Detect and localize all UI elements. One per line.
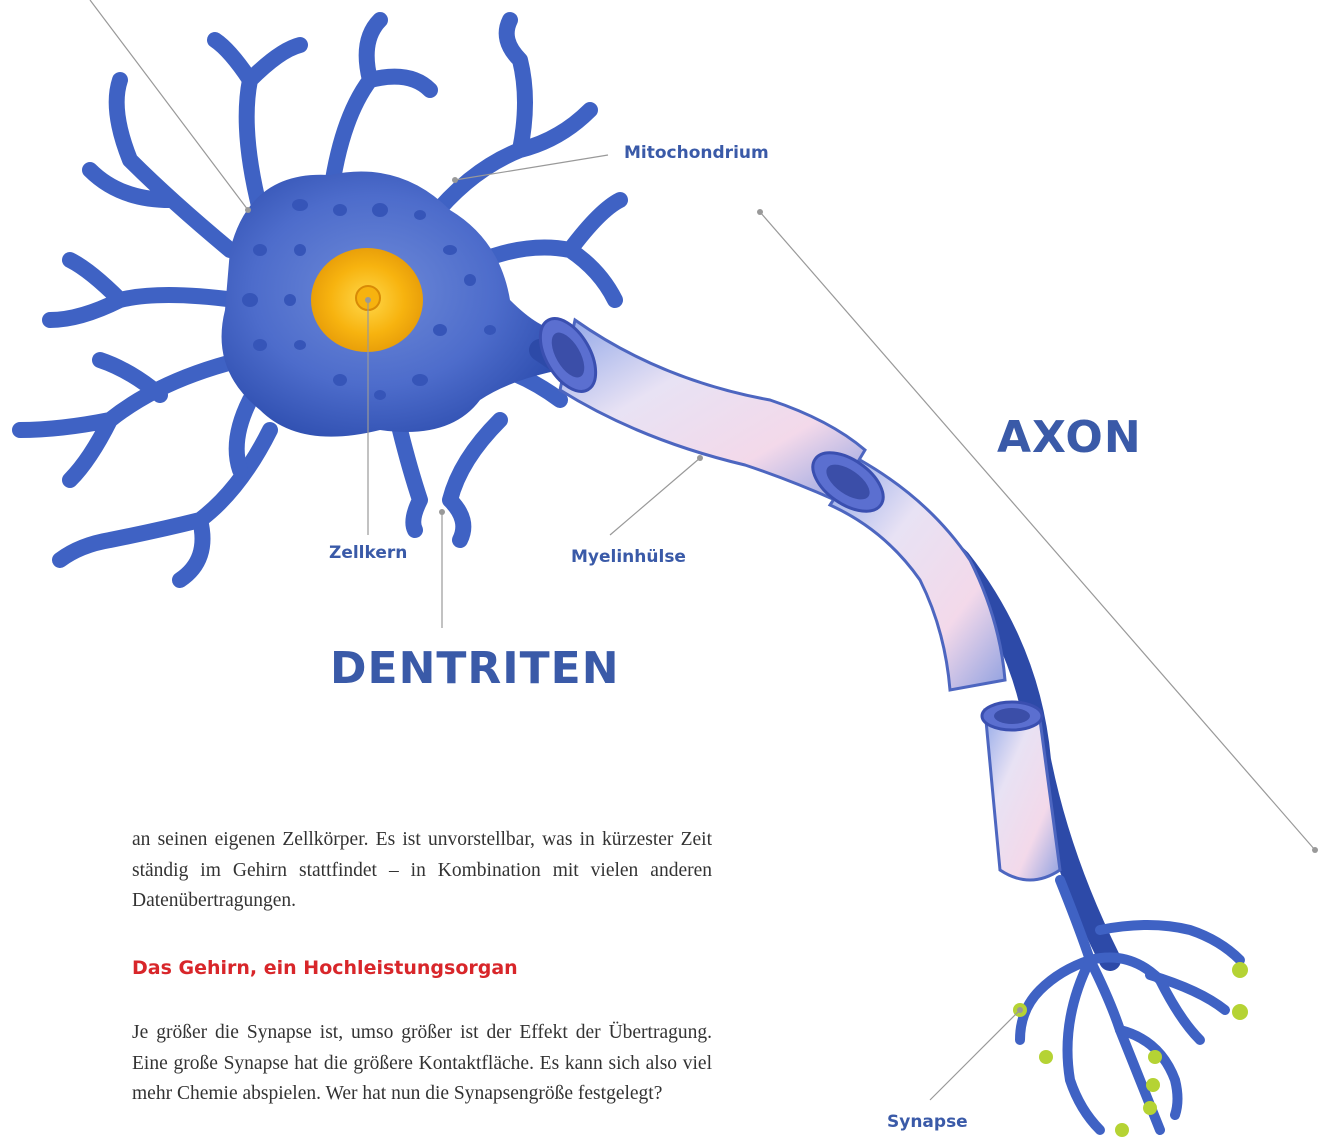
paragraph-1: an seinen eigenen Zellkörper. Es ist unv… — [132, 825, 712, 917]
paragraph-2: Je größer die Synapse ist, umso größer i… — [132, 1018, 712, 1110]
label-mitochondrium: Mitochondrium — [624, 143, 769, 163]
label-axon: AXON — [997, 412, 1142, 463]
leader-lines — [90, 0, 1315, 1100]
label-synapse: Synapse — [887, 1112, 968, 1132]
section-heading: Das Gehirn, ein Hochleistungsorgan — [132, 957, 518, 979]
myelin-sheaths — [529, 309, 1060, 880]
label-dentriten: DENTRITEN — [330, 643, 620, 694]
label-zellkern: Zellkern — [329, 543, 407, 563]
label-myelinhuelse: Myelinhülse — [571, 547, 686, 567]
axon-terminals — [1020, 880, 1240, 1130]
